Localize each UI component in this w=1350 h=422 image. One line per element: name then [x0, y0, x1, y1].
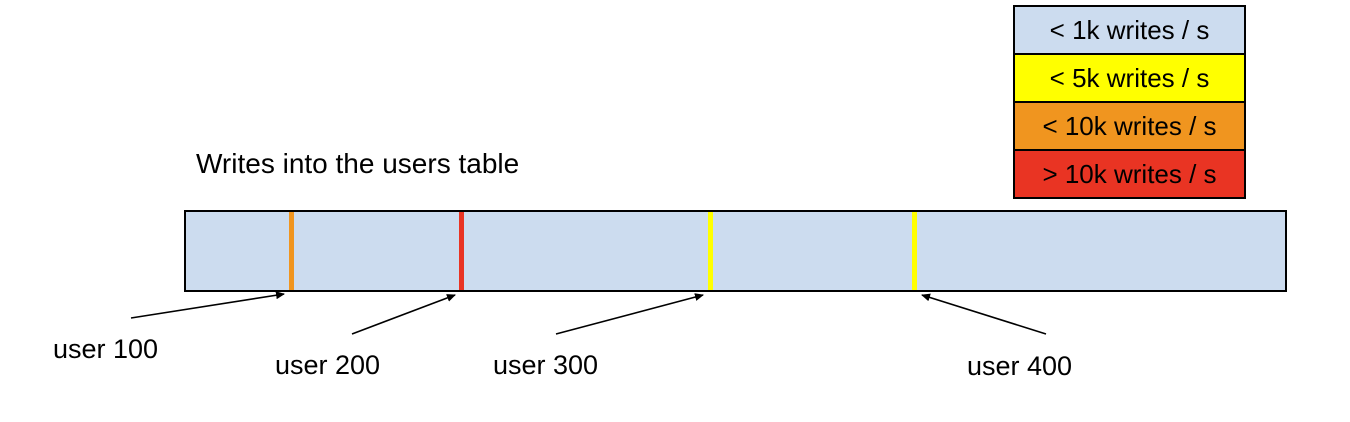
- legend: < 1k writes / s < 5k writes / s < 10k wr…: [1013, 5, 1246, 199]
- write-marker-user-300: [708, 212, 713, 290]
- arrow-user-100: [130, 291, 285, 319]
- legend-item-lt-5k-label: < 5k writes / s: [1049, 62, 1210, 93]
- user-label-100: user 100: [53, 334, 159, 364]
- user-label-200: user 200: [275, 350, 381, 380]
- legend-item-lt-1k-label: < 1k writes / s: [1049, 14, 1210, 45]
- legend-item-gt-10k: > 10k writes / s: [1015, 149, 1244, 197]
- arrow-user-200: [351, 294, 456, 335]
- diagram-title: Writes into the users table: [196, 148, 520, 179]
- user-label-300: user 300: [493, 350, 599, 380]
- write-marker-user-100: [289, 212, 294, 290]
- legend-item-lt-10k-label: < 10k writes / s: [1042, 110, 1217, 141]
- legend-item-lt-1k: < 1k writes / s: [1015, 7, 1244, 53]
- write-marker-user-400: [912, 212, 917, 290]
- arrow-user-400: [921, 293, 1047, 335]
- legend-item-lt-5k: < 5k writes / s: [1015, 53, 1244, 101]
- users-table-bar: [184, 210, 1287, 292]
- write-marker-user-200: [459, 212, 464, 290]
- legend-item-lt-10k: < 10k writes / s: [1015, 101, 1244, 149]
- arrow-user-300: [555, 293, 704, 335]
- user-label-400: user 400: [967, 351, 1073, 381]
- legend-item-gt-10k-label: > 10k writes / s: [1042, 158, 1217, 189]
